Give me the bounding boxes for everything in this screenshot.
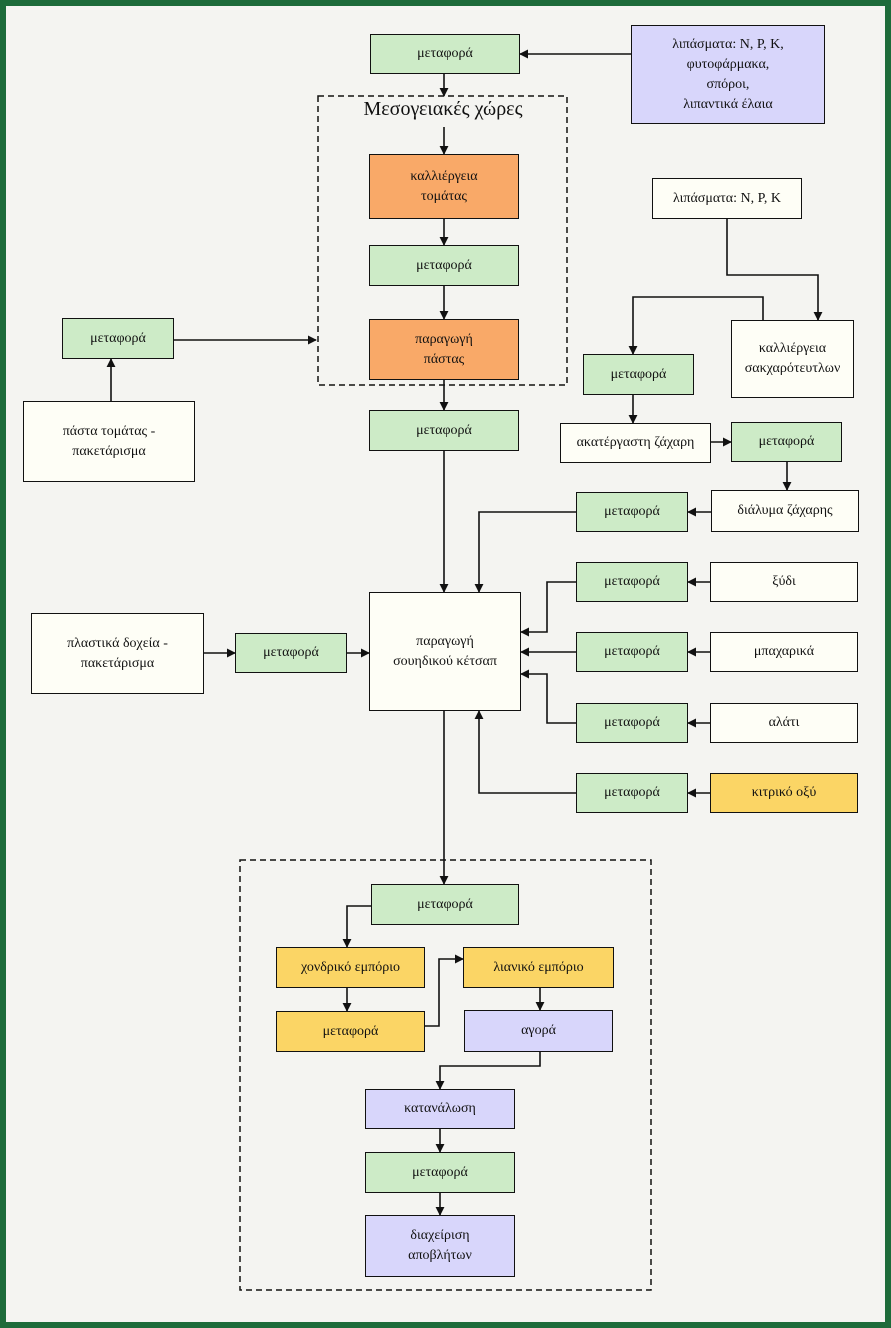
transport-box: μεταφορά — [576, 703, 688, 743]
transport-box: μεταφορά — [576, 773, 688, 813]
transport-box: μεταφορά — [365, 1152, 515, 1193]
wholesale-box: χονδρικό εμπόριο — [276, 947, 425, 988]
vinegar-box: ξύδι — [710, 562, 858, 602]
plastic-packaging-box: πλαστικά δοχεία - πακετάρισμα — [31, 613, 204, 694]
transport-box: μεταφορά — [576, 632, 688, 672]
distribution-region — [239, 859, 652, 1291]
ketchup-production-box: παραγωγή σουηδικού κέτσαπ — [369, 592, 521, 711]
region-title: Μεσογειακές χώρες — [363, 98, 523, 120]
link-sugarbeet-to-transport — [628, 296, 764, 355]
spices-box: μπαχαρικά — [710, 632, 858, 672]
raw-sugar-box: ακατέργαστη ζάχαρη — [560, 423, 711, 463]
market-box: αγορά — [464, 1010, 613, 1052]
salt-box: αλάτι — [710, 703, 858, 743]
transport-box: μεταφορά — [576, 562, 688, 602]
consumption-box: κατανάλωση — [365, 1089, 515, 1129]
link-market-to-consumption — [435, 1052, 541, 1090]
link-transport-to-wholesale — [342, 905, 371, 948]
transport-box: μεταφορά — [371, 884, 519, 925]
link-transport-to-retail — [425, 954, 464, 1027]
transport-box: μεταφορά — [369, 245, 519, 286]
transport-box: μεταφορά — [276, 1011, 425, 1052]
waste-management-box: διαχείριση αποβλήτων — [365, 1215, 515, 1277]
link-salt-transport-to-ketchup — [520, 669, 576, 724]
tomato-cultivation-box: καλλιέργεια τομάτας — [369, 154, 519, 219]
transport-box: μεταφορά — [576, 492, 688, 532]
link-citric-transport-to-ketchup — [474, 710, 576, 794]
link-vinegar-transport-to-ketchup — [520, 581, 576, 637]
citric-acid-box: κιτρικό οξύ — [710, 773, 858, 813]
fertilizers-box: λιπάσματα: N, P, K — [652, 178, 802, 219]
transport-box: μεταφορά — [583, 354, 694, 395]
link-fertilizers-to-sugarbeet — [726, 219, 823, 321]
transport-box: μεταφορά — [235, 633, 347, 673]
transport-box: μεταφορά — [370, 34, 520, 74]
sugarbeet-cultivation-box: καλλιέργεια σακχαρότευτλων — [731, 320, 854, 398]
transport-box: μεταφορά — [731, 422, 842, 462]
tomato-paste-packaging-box: πάστα τομάτας - πακετάρισμα — [23, 401, 195, 482]
paste-production-box: παραγωγή πάστας — [369, 319, 519, 380]
sugar-solution-box: διάλυμα ζάχαρης — [711, 490, 859, 532]
transport-box: μεταφορά — [369, 410, 519, 451]
agro-inputs-box: λιπάσματα: N, P, K, φυτοφάρμακα, σπόροι,… — [631, 25, 825, 124]
retail-box: λιανικό εμπόριο — [463, 947, 614, 988]
transport-box: μεταφορά — [62, 318, 174, 359]
link-sugar-transport-to-ketchup — [474, 511, 576, 593]
